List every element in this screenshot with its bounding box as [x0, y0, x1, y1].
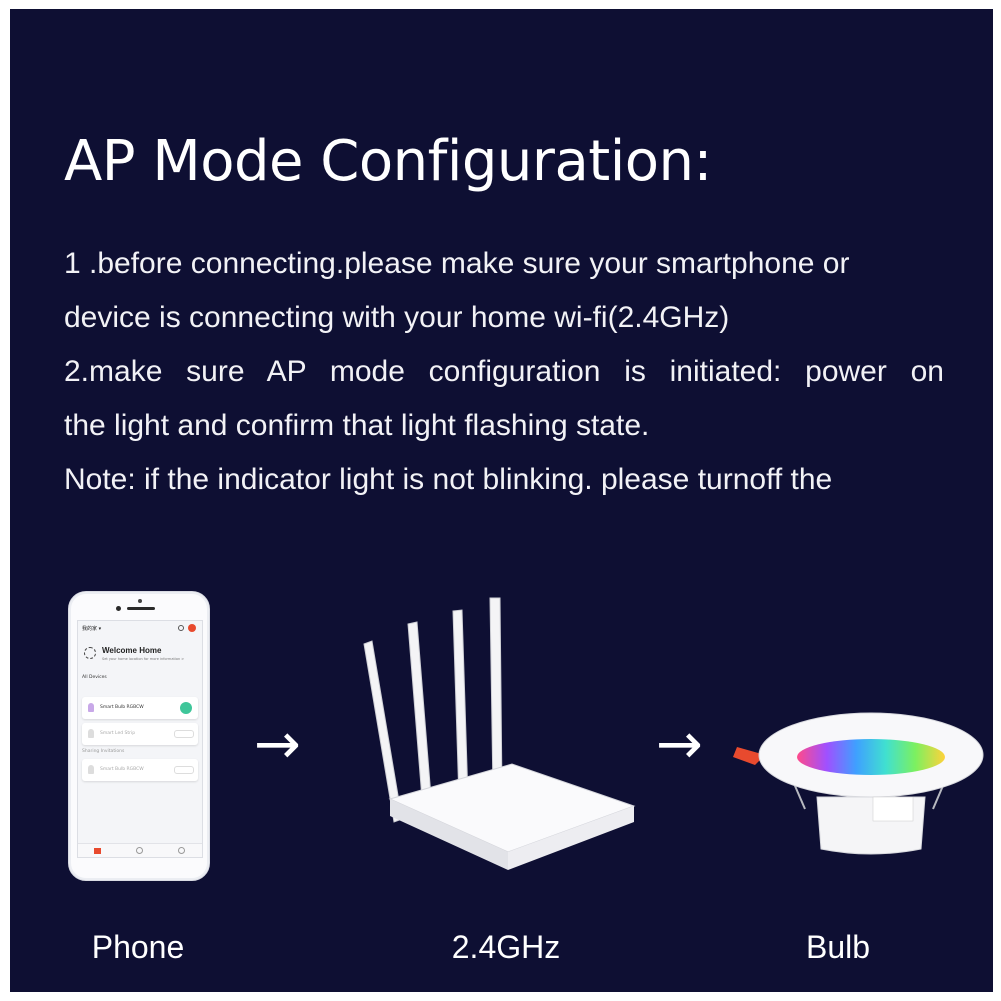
device-name: Smart Bulb RGBCW	[100, 767, 144, 772]
sun-icon	[84, 647, 96, 659]
banner: AP Mode Configuration: 1 .before connect…	[10, 9, 993, 992]
bulb-icon	[88, 765, 94, 774]
home-icon	[94, 848, 101, 854]
router-front-left	[390, 799, 508, 870]
phone-label: Phone	[91, 929, 185, 965]
all-devices-label: All Devices	[82, 675, 107, 680]
bulb-label: Bulb	[805, 929, 871, 965]
phone-illustration: 我的家 ▾ Welcome Home Set your home locatio…	[68, 591, 210, 881]
device-card: Smart Led Strip	[82, 723, 198, 745]
tab-bar	[78, 843, 202, 857]
sensor-icon	[138, 599, 142, 603]
home-selector: 我的家 ▾	[82, 626, 102, 632]
instruction-line: the light and confirm that light flashin…	[64, 409, 650, 442]
offline-badge	[174, 766, 194, 774]
device-card: Smart Bulb RGBCW	[82, 697, 198, 719]
phone-screen: 我的家 ▾ Welcome Home Set your home locatio…	[77, 620, 203, 858]
profile-icon	[178, 847, 185, 854]
instruction-line: 1 .before connecting.please make sure yo…	[64, 247, 850, 280]
instruction-line: device is connecting with your home wi-f…	[64, 301, 730, 334]
bulb-illustration	[733, 712, 984, 855]
page-title: AP Mode Configuration:	[64, 129, 712, 194]
voice-icon	[178, 625, 184, 631]
antenna	[363, 597, 503, 823]
router-label: 2.4GHz	[451, 929, 561, 965]
device-name: Smart Bulb RGBCW	[100, 705, 144, 710]
instructions: 1 .before connecting.please make sure yo…	[64, 237, 944, 507]
router-front-right	[508, 806, 634, 870]
offline-badge	[174, 730, 194, 738]
right-arrow-icon: →	[254, 712, 301, 777]
sharing-label: Sharing Invitations	[82, 749, 125, 754]
rgb-light	[797, 739, 945, 775]
add-icon	[188, 624, 196, 632]
welcome-subtitle: Set your home location for more informat…	[102, 657, 185, 661]
welcome-title: Welcome Home	[102, 646, 162, 655]
device-name: Smart Led Strip	[100, 731, 136, 736]
bulb-icon	[88, 703, 94, 712]
right-arrow-icon: →	[656, 712, 703, 777]
power-icon	[180, 702, 192, 714]
camera-icon	[116, 606, 121, 611]
instruction-line: 2.make sure AP mode configuration is ini…	[64, 355, 944, 388]
router-illustration	[363, 597, 636, 870]
strip-icon	[88, 729, 94, 738]
instruction-line: Note: if the indicator light is not blin…	[64, 463, 833, 496]
scene-icon	[136, 847, 143, 854]
device-card: Smart Bulb RGBCW	[82, 759, 198, 781]
product-sticker	[872, 796, 914, 822]
speaker-icon	[127, 607, 155, 610]
